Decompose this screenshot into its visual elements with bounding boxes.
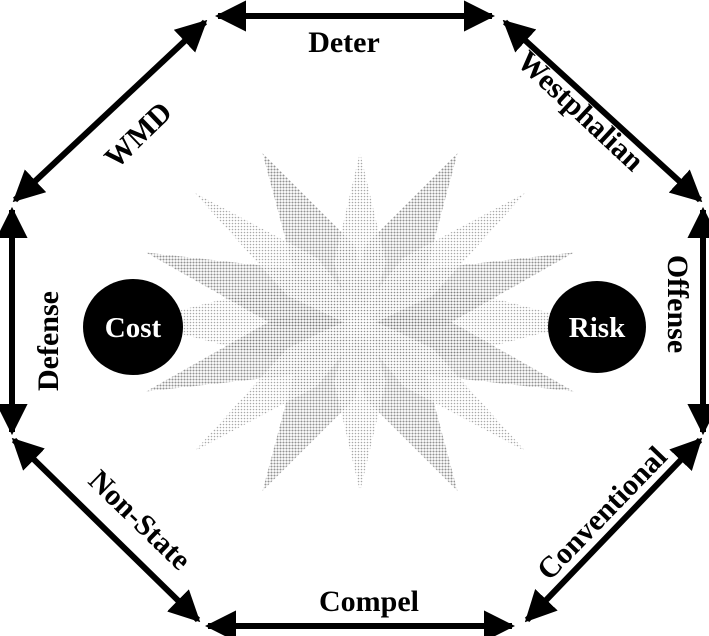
node-risk: Risk xyxy=(548,281,646,373)
node-risk-circle xyxy=(548,281,646,373)
edge-label-right: Offense xyxy=(661,255,694,353)
node-risk-label: Risk xyxy=(569,312,626,344)
edge-label-bottom-right: Conventional xyxy=(531,440,674,586)
edge-label-bottom: Compel xyxy=(319,585,419,618)
star-spike xyxy=(194,302,385,452)
edge-top-left-arrow xyxy=(12,19,208,203)
edge-bottom-right-arrow xyxy=(524,437,703,623)
star-spike xyxy=(194,192,385,342)
node-cost-label: Cost xyxy=(105,312,162,344)
edge-label-top: Deter xyxy=(308,26,380,59)
central-star-graphic xyxy=(135,152,585,492)
node-cost-circle xyxy=(83,279,183,375)
edge-bottom-left-arrow xyxy=(11,437,201,623)
node-cost: Cost xyxy=(83,279,183,375)
edge-label-top-right: Westphalian xyxy=(511,44,651,178)
edge-top-right-arrow xyxy=(502,19,703,203)
edge-label-left: Defense xyxy=(32,291,65,391)
